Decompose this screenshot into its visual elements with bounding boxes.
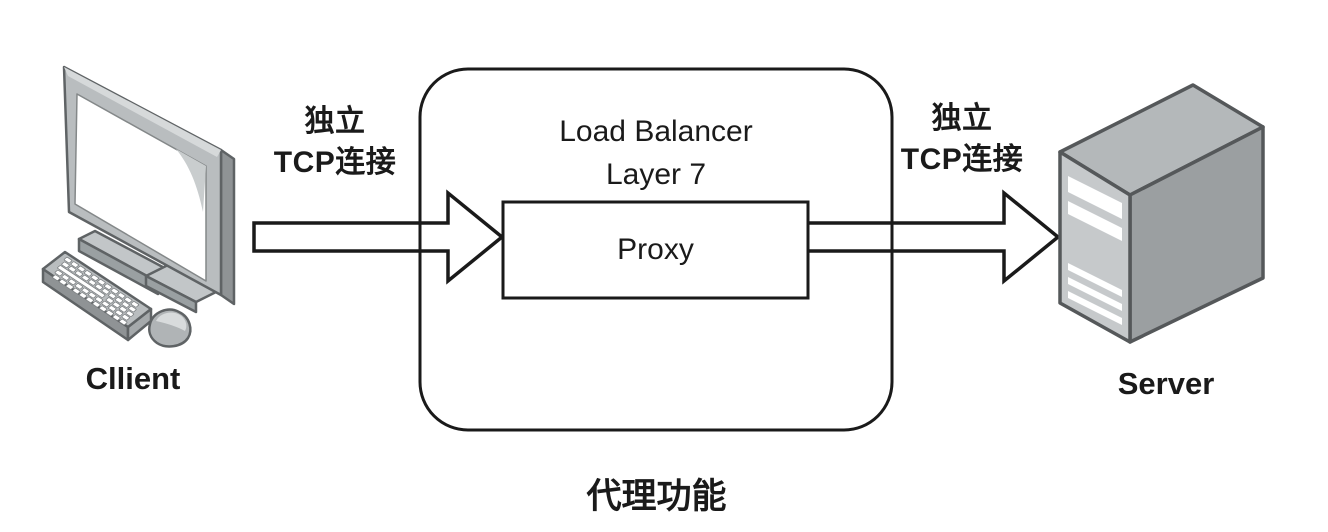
desktop-computer-icon [41,65,236,348]
proxy-box [501,200,810,300]
server-vent-slats [1068,176,1122,325]
client-label: Cllient [85,361,181,396]
arrow-lb-to-server [808,189,1061,285]
connection-label-right-line1: 独立 [931,102,993,135]
connection-label-left-line2: TCP连接 [273,146,397,179]
arrow-client-to-lb [252,189,505,285]
load-balancer-title-line1: Load Balancer [559,115,753,148]
connection-label-left: 独立 TCP连接 [250,101,420,183]
server-tower-icon [1058,83,1265,344]
connection-label-right: 独立 TCP连接 [877,98,1047,180]
connection-label-right-line2: TCP连接 [900,143,1024,176]
keyboard-keys [52,257,140,326]
load-balancer-title: Load Balancer Layer 7 [480,110,832,196]
diagram-caption: 代理功能 [586,477,727,516]
mouse-icon [148,308,192,348]
load-balancer-title-line2: Layer 7 [605,158,707,191]
connection-label-left-line1: 独立 [304,105,366,138]
proxy-label: Proxy [617,233,694,266]
server-label: Server [1117,366,1215,401]
